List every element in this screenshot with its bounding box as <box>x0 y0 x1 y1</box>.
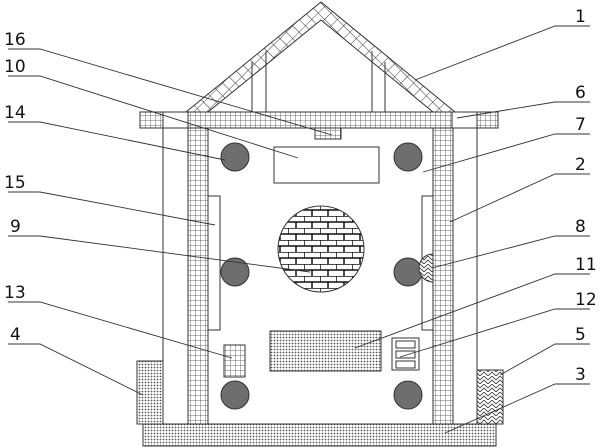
reference-labels: 1 16 10 14 6 7 15 2 9 8 11 12 13 4 5 3 <box>4 7 597 385</box>
component-13 <box>223 344 246 378</box>
roof <box>184 1 457 113</box>
reference-label-11: 11 <box>575 255 597 275</box>
reference-label-12: 12 <box>575 290 597 310</box>
reference-label-2: 2 <box>575 155 586 175</box>
reference-label-8: 8 <box>575 217 586 237</box>
leader-line-3 <box>444 383 590 434</box>
leader-line-16 <box>8 48 333 136</box>
component-12-switch-panel <box>391 337 420 371</box>
component-10-display <box>273 146 380 184</box>
component-8 <box>418 253 434 283</box>
reference-label-6: 6 <box>575 83 586 103</box>
reference-label-15: 15 <box>4 173 26 193</box>
reference-label-4: 4 <box>10 325 21 345</box>
leader-line-13 <box>8 301 233 359</box>
reference-label-10: 10 <box>4 57 26 77</box>
reference-label-14: 14 <box>4 103 26 123</box>
leader-line-1 <box>414 25 590 81</box>
leader-line-12 <box>399 308 590 358</box>
component-5 <box>476 369 504 425</box>
leader-lines <box>8 25 590 434</box>
leader-line-9 <box>8 235 311 273</box>
component-3-foundation <box>142 423 497 447</box>
component-14-lamps <box>220 142 423 410</box>
reference-label-9: 9 <box>10 217 21 237</box>
reference-label-3: 3 <box>575 365 586 385</box>
leader-line-7 <box>422 133 590 173</box>
leader-line-11 <box>354 273 590 349</box>
leader-line-2 <box>449 173 590 223</box>
roof-beam <box>139 111 499 129</box>
component-4 <box>136 360 164 425</box>
leader-line-15 <box>8 191 216 226</box>
component-9-brick-window <box>277 205 365 293</box>
reference-label-7: 7 <box>575 115 586 135</box>
reference-label-1: 1 <box>575 7 586 27</box>
component-11 <box>269 330 382 372</box>
leader-line-8 <box>431 235 590 269</box>
reference-label-13: 13 <box>4 283 26 303</box>
reference-label-16: 16 <box>4 30 26 50</box>
leader-line-6 <box>456 101 590 119</box>
leader-line-5 <box>499 343 590 376</box>
leader-line-14 <box>8 121 226 161</box>
leader-line-10 <box>8 75 299 159</box>
leader-line-4 <box>8 343 144 396</box>
reference-label-5: 5 <box>575 325 586 345</box>
component-15-left-panel <box>207 195 221 331</box>
